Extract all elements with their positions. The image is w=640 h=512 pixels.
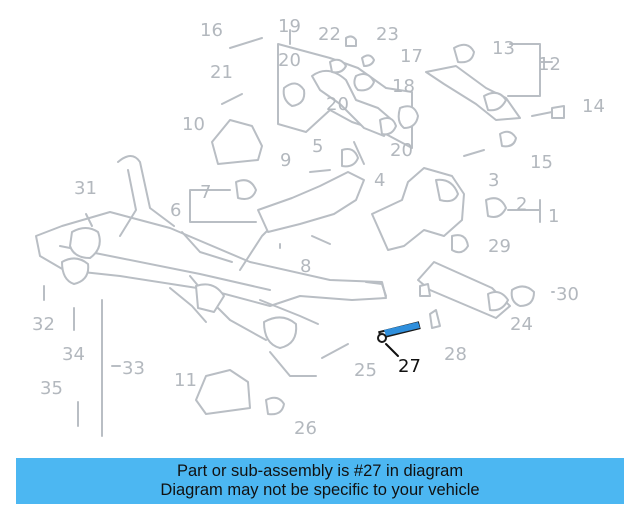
banner-line-2: Diagram may not be specific to your vehi… bbox=[160, 481, 480, 499]
callout-13: 13 bbox=[492, 38, 515, 59]
callout-labels: 1 2 3 4 5 6 7 8 9 10 11 12 13 14 15 16 1… bbox=[32, 16, 605, 439]
callout-27: 27 bbox=[398, 356, 421, 377]
wheel-knuckle bbox=[371, 149, 507, 254]
trailing-arm-upper-right bbox=[425, 43, 565, 148]
callout-20b: 20 bbox=[326, 94, 349, 115]
callout-3: 3 bbox=[488, 170, 499, 191]
callout-15: 15 bbox=[530, 152, 553, 173]
info-banner: Part or sub-assembly is #27 in diagram D… bbox=[16, 458, 624, 504]
rear-subframe bbox=[35, 155, 387, 377]
callout-11: 11 bbox=[174, 370, 197, 391]
callout-30: 30 bbox=[556, 284, 579, 305]
callout-8: 8 bbox=[300, 256, 311, 277]
callout-32: 32 bbox=[32, 314, 55, 335]
callout-31: 31 bbox=[74, 178, 97, 199]
callout-21: 21 bbox=[210, 62, 233, 83]
callout-19: 19 bbox=[278, 16, 301, 37]
callout-6: 6 bbox=[170, 200, 181, 221]
upper-control-arm bbox=[277, 35, 419, 149]
fasteners bbox=[43, 37, 349, 437]
highlighted-part-27 bbox=[377, 321, 421, 357]
callout-1: 1 bbox=[548, 206, 559, 227]
callout-24: 24 bbox=[510, 314, 533, 335]
callout-18: 18 bbox=[392, 76, 415, 97]
callout-25: 25 bbox=[354, 360, 377, 381]
callout-20c: 20 bbox=[390, 140, 413, 161]
callout-7: 7 bbox=[200, 182, 211, 203]
callout-28: 28 bbox=[444, 344, 467, 365]
banner-line-1: Part or sub-assembly is #27 in diagram bbox=[176, 462, 464, 480]
callout-34: 34 bbox=[62, 344, 85, 365]
callout-12: 12 bbox=[538, 54, 561, 75]
callout-10: 10 bbox=[182, 114, 205, 135]
callout-4: 4 bbox=[374, 170, 385, 191]
lateral-link bbox=[417, 261, 535, 329]
parts-diagram: 1 2 3 4 5 6 7 8 9 10 11 12 13 14 15 16 1… bbox=[32, 16, 605, 439]
callout-23: 23 bbox=[376, 24, 399, 45]
callout-9: 9 bbox=[280, 150, 291, 171]
subframe-mounts bbox=[195, 119, 285, 416]
lower-control-arm bbox=[235, 141, 365, 233]
callout-33: 33 bbox=[122, 358, 145, 379]
callout-20a: 20 bbox=[278, 50, 301, 71]
callout-35: 35 bbox=[40, 378, 63, 399]
callout-29: 29 bbox=[488, 236, 511, 257]
callout-16: 16 bbox=[200, 20, 223, 41]
callout-14: 14 bbox=[582, 96, 605, 117]
callout-22: 22 bbox=[318, 24, 341, 45]
callout-2: 2 bbox=[516, 194, 527, 215]
leader-lines bbox=[111, 29, 555, 367]
callout-5: 5 bbox=[312, 136, 323, 157]
callout-17: 17 bbox=[400, 46, 423, 67]
callout-26: 26 bbox=[294, 418, 317, 439]
